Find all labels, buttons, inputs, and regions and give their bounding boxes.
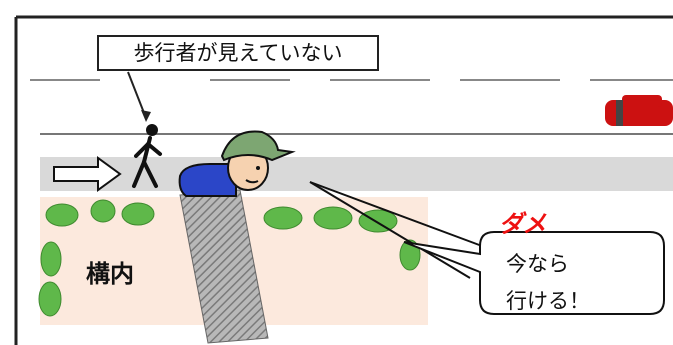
driver-gaze-lines [309,181,483,279]
caption-pointer [127,71,147,119]
ng-mark: ダメ [499,210,547,238]
right-arrow-icon [53,156,122,192]
premises-label: 構内 [86,260,134,288]
speech-bubble [403,231,665,315]
walking-person-icon [132,124,162,188]
driver-icon [178,130,296,197]
bubble-text: 今なら 行ける！ [506,246,656,320]
car-icon [605,95,673,126]
bubble-line-2: 行ける！ [506,289,590,313]
bubble-line-1: 今なら [506,252,569,276]
shrubs [38,199,421,317]
caption-label: 歩行者が見えていない [97,35,379,71]
caption-pointer-head [141,110,151,122]
